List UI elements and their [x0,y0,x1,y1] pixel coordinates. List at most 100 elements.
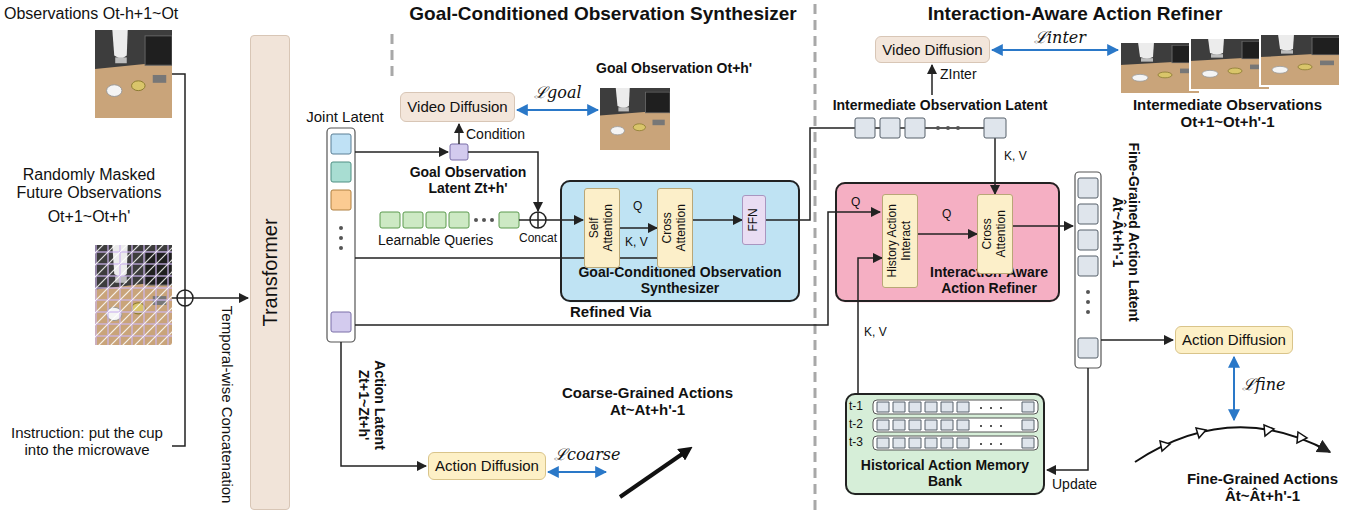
connector [620,227,657,229]
connector [918,233,977,235]
latent-token [1078,178,1098,198]
module-fill [835,182,1060,302]
refined-via-label: Refined Via [570,303,651,320]
ellipsis-dot [339,246,343,250]
input-arrow [193,297,248,299]
intermediate-observation-image [1120,42,1200,94]
latent-label: Action Latent Zt+1~Zt+h' [356,349,388,461]
loss-arrow [992,49,1118,51]
latent-token [331,134,351,154]
input-label: Observations Ot-h+1~Ot [4,5,178,23]
masked-observation-image [95,245,172,345]
latent-label: Fine-Grained Action Latent Ât~Ât+h'-1 [1109,125,1141,340]
actions-label: Coarse-Grained Actions At~At+h'-1 [560,384,735,419]
update-arrow [1047,368,1088,470]
loss-label: ℒfine [1242,376,1285,394]
module-box: Interaction-Aware Action RefinerHistory … [835,182,1060,302]
kv-label: K, V [625,236,648,250]
goal-observation-image [600,88,670,150]
node-text: Cross Attention [981,199,1009,269]
latent-token [905,118,925,138]
concat-symbol [530,212,546,228]
timestep-label: t-1 [849,400,863,414]
loss-label: ℒgoal [534,84,582,102]
latent-token [1078,230,1098,250]
timestep-label: t-3 [849,436,863,450]
node-text: Action Diffusion [435,457,539,474]
ellipsis-dot [956,126,960,130]
trajectory-marker [1297,432,1307,443]
joint-latent-column [327,128,355,342]
memory-rows [873,400,1038,450]
section-divider [814,4,817,515]
module-fill [845,393,1045,495]
connector [766,128,995,220]
loss-arrow [548,471,606,473]
ellipsis-dot [1086,300,1090,304]
node-text: History Action Interact [886,199,914,283]
input-label: Randomly Masked Future Observations [4,166,174,203]
concat-label: Concat [516,232,560,246]
ellipsis-dot [490,218,494,222]
condition-label: Condition [466,126,525,142]
memory-token [877,402,1034,448]
latent-label: ZInter [940,66,977,82]
fine-latent-column [1075,172,1101,368]
attention-block: Cross Attention [977,194,1013,274]
latent-token [1078,256,1098,276]
ellipsis-dot [339,226,343,230]
intermediate-observation-image [1260,34,1340,86]
query-token [380,212,400,228]
observation-image [95,30,172,118]
node-text: FFN [747,208,761,231]
concat-symbol [177,290,193,306]
concat-label: Temporal-wise Concatenation [219,306,236,504]
module-box: Goal-Conditioned Observation Synthesizer… [560,180,800,302]
query-token [499,212,519,228]
attention-block: Cross Attention [657,188,693,268]
ellipsis-dot [980,407,1002,445]
mask-overlay [95,245,172,345]
latent-token [331,190,351,210]
trajectory-marker [1264,425,1274,436]
fine-trajectory [1135,427,1330,462]
ellipsis-dot [936,126,940,130]
image-frame [1260,34,1340,86]
trajectory-marker [1160,441,1170,451]
coarse-action-arrow [620,450,688,497]
latent-arrow [931,65,933,95]
loss-arrow [1233,357,1235,420]
loss-label: ℒinter [1034,29,1086,47]
image-frame [1120,42,1200,94]
update-label: Update [1052,476,1097,492]
node-text: Action Diffusion [1182,331,1286,348]
diffusion-box: Action Diffusion [1175,326,1293,354]
diffusion-box: Video Diffusion [875,36,990,63]
memory-bank: Historical Action Memory Bank [845,393,1045,495]
latent-label: Joint Latent [298,108,392,125]
ellipsis-dot [482,218,486,222]
queries-label: Learnable Queries [378,232,493,248]
ellipsis-dot [946,126,950,130]
node-text: Transformer [259,218,282,326]
latent-arrow [355,151,448,153]
concat-symbol [177,290,193,306]
concat-wire [172,74,185,446]
trajectory-marker [1196,428,1206,438]
query-wire [519,219,530,221]
attention-block: Self Attention [584,188,620,268]
node-text: Historical Action Memory Bank [847,457,1043,489]
transformer-block: Transformer [250,35,290,510]
section-divider [391,34,394,82]
concat-arrow [546,219,583,221]
diffusion-box: Video Diffusion [400,92,515,122]
goal-label: Goal Observation Ot+h' [596,60,752,76]
ellipsis-dot [1086,290,1090,294]
latent-token [1078,204,1098,224]
latent-token [984,118,1006,138]
query-token [403,212,423,228]
section-heading: Interaction-Aware Action Refiner [875,3,1275,25]
ffn-block: FFN [742,195,766,245]
latent-label: Goal Observation Latent Zt+h' [404,164,532,196]
